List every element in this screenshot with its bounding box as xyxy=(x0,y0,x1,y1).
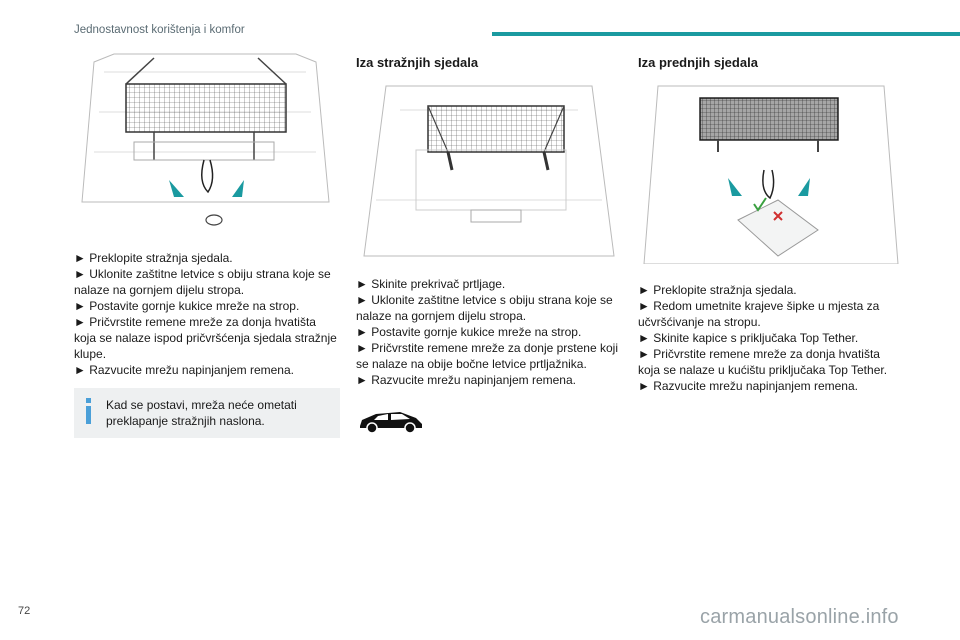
step-item: ► Pričvrstite remene mreže za donja hvat… xyxy=(74,315,337,361)
step-item: ► Uklonite zaštitne letvice s obiju stra… xyxy=(356,293,613,323)
cargo-net-behind-rear-seats-illustration xyxy=(356,80,622,258)
section-title: Iza prednjih sjedala xyxy=(638,55,758,70)
step-item: ► Postavite gornje kukice mreže na strop… xyxy=(356,325,582,339)
steps-list: ► Preklopite stražnja sjedala. ► Uklonit… xyxy=(74,250,340,378)
step-item: ► Preklopite stražnja sjedala. xyxy=(638,283,797,297)
header-accent-bar xyxy=(492,32,960,36)
step-item: ► Uklonite zaštitne letvice s obiju stra… xyxy=(74,267,331,297)
page-header-title: Jednostavnost korištenja i komfor xyxy=(74,24,245,36)
step-item: ► Skinite prekrivač prtljage. xyxy=(356,277,506,291)
steps-list: ► Preklopite stražnja sjedala. ► Redom u… xyxy=(638,282,904,394)
estate-car-icon xyxy=(360,412,422,434)
steps-list: ► Skinite prekrivač prtljage. ► Uklonite… xyxy=(356,276,622,388)
info-icon xyxy=(86,398,91,424)
page-number: 72 xyxy=(18,605,31,617)
step-item: ► Razvucite mrežu napinjanjem remena. xyxy=(638,379,858,393)
cargo-net-rear-seat-illustration xyxy=(74,52,336,232)
section-title: Iza stražnjih sjedala xyxy=(356,55,479,70)
step-item: ► Skinite kapice s priključaka Top Tethe… xyxy=(638,331,859,345)
watermark-text: carmanualsonline.info xyxy=(700,606,899,628)
step-item: ► Razvucite mrežu napinjanjem remena. xyxy=(74,363,294,377)
column-rear-seat: ► Preklopite stražnja sjedala. ► Uklonit… xyxy=(74,52,340,438)
step-item: ► Pričvrstite remene mreže za donja hvat… xyxy=(638,347,888,377)
info-note-text: Kad se postavi, mreža neće ometati prekl… xyxy=(106,398,297,428)
column-behind-rear-seats: Iza stražnjih sjedala ► Skinite prekriva… xyxy=(356,52,622,434)
step-item: ► Pričvrstite remene mreže za donje prst… xyxy=(356,341,618,371)
cargo-net-behind-front-seats-illustration xyxy=(638,80,904,264)
step-item: ► Postavite gornje kukice mreže na strop… xyxy=(74,299,300,313)
info-note: Kad se postavi, mreža neće ometati prekl… xyxy=(74,388,340,438)
step-item: ► Razvucite mrežu napinjanjem remena. xyxy=(356,373,576,387)
step-item: ► Redom umetnite krajeve šipke u mjesta … xyxy=(638,299,880,329)
column-behind-front-seats: Iza prednjih sjedala ► Preklopite stražn… xyxy=(638,52,904,394)
step-item: ► Preklopite stražnja sjedala. xyxy=(74,251,233,265)
